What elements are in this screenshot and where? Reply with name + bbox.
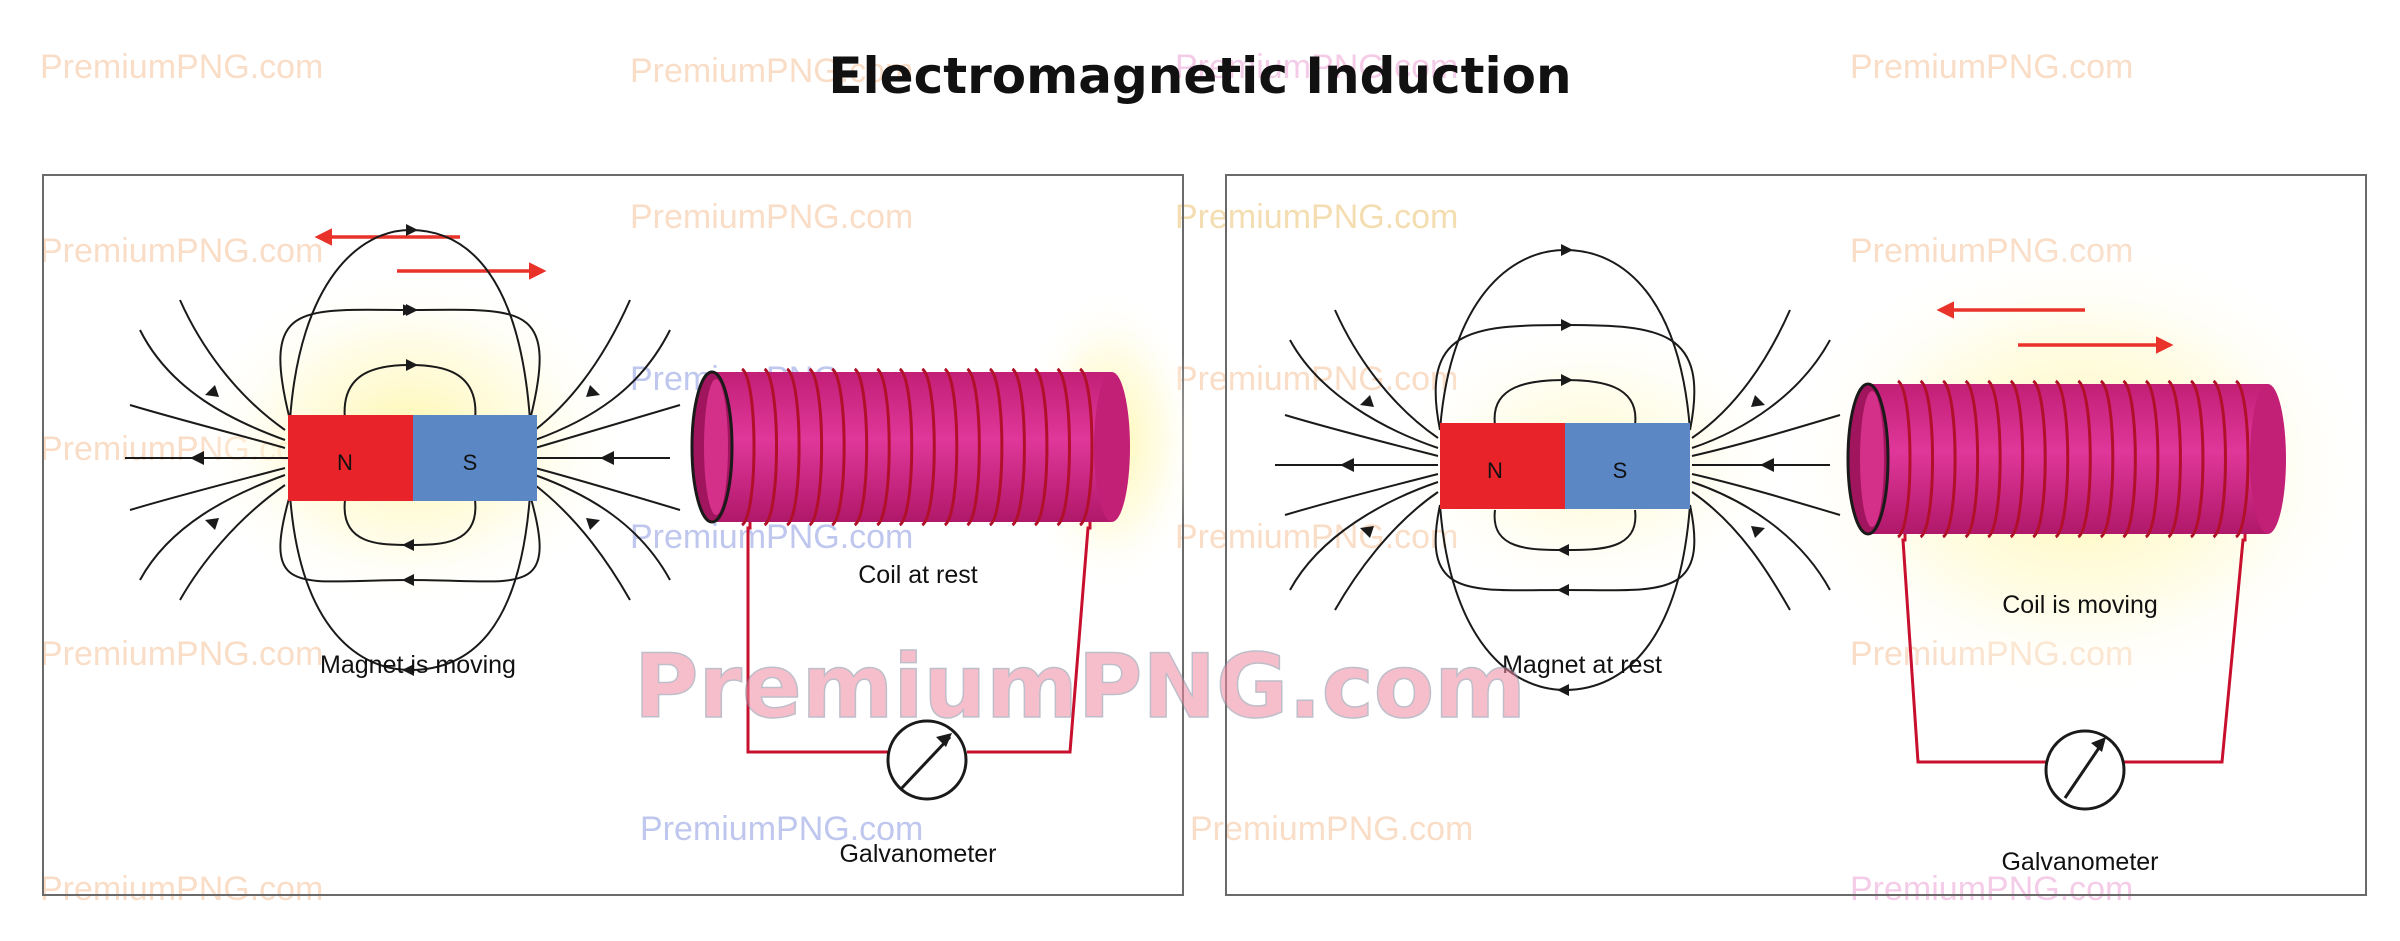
coil-turn	[2077, 379, 2092, 539]
watermark-text: PremiumPNG.com	[1175, 360, 1458, 398]
galvanometer-caption: Galvanometer	[2001, 848, 2158, 876]
watermark-text: PremiumPNG.com	[40, 232, 323, 270]
coil-turn	[943, 367, 959, 527]
watermark-text: PremiumPNG.com	[1850, 870, 2133, 908]
coil-turn	[2009, 379, 2025, 539]
galvanometer-caption: Galvanometer	[839, 840, 996, 868]
south-pole-label: S	[463, 450, 478, 475]
galvanometer-needle-icon	[2063, 741, 2105, 799]
watermark-text: PremiumPNG.com	[1190, 810, 1473, 848]
coil-far-end	[1094, 372, 1130, 522]
watermark-text: PremiumPNG.com	[630, 198, 913, 236]
watermark-text-large: PremiumPNG.com	[634, 635, 1526, 738]
coil-turn	[1056, 367, 1071, 527]
north-pole	[288, 415, 413, 501]
north-pole-label: N	[1487, 458, 1503, 483]
watermark-text: PremiumPNG.com	[1175, 198, 1458, 236]
coil-turn	[2032, 379, 2047, 539]
coil-caption: Coil at rest	[858, 561, 978, 589]
watermark-text: PremiumPNG.com	[1175, 48, 1458, 86]
coil-turn	[2189, 379, 2205, 539]
coil-turn	[921, 367, 936, 527]
galvanometer-needle-icon	[898, 735, 952, 792]
circuit-wire-right	[2123, 534, 2247, 764]
magnet-caption: Magnet is moving	[320, 651, 516, 679]
coil	[1846, 379, 2286, 539]
diagram-title: Electromagnetic Induction	[828, 47, 1571, 105]
watermark-text: PremiumPNG.com	[1850, 48, 2133, 86]
coil-turn	[808, 367, 824, 527]
coil-turn	[1987, 379, 2002, 539]
coil-turn	[1033, 367, 1049, 527]
coil-turn	[876, 367, 891, 527]
magnet-caption: Magnet at rest	[1502, 651, 1662, 679]
coil-windings	[740, 367, 1094, 527]
coil-opening	[1860, 391, 1884, 527]
magnetic-field-lines	[125, 224, 681, 676]
watermark-text: PremiumPNG.com	[630, 518, 913, 556]
coil-turn	[1011, 367, 1026, 527]
bar-magnet: N S	[1440, 423, 1690, 509]
coil	[690, 367, 1130, 527]
galvanometer	[2044, 729, 2126, 811]
circuit-wire-left	[1901, 534, 2047, 764]
coil-turn	[1964, 379, 1980, 539]
coil-turn	[1078, 367, 1094, 527]
coil-windings	[1896, 379, 2250, 539]
watermark-text: PremiumPNG.com	[640, 810, 923, 848]
coil-turn	[2212, 379, 2227, 539]
circuit-wire-left	[746, 522, 888, 754]
watermark-text: PremiumPNG.com	[40, 870, 323, 908]
bar-magnet: N S	[288, 415, 537, 501]
coil-turn	[2234, 379, 2250, 539]
magnetic-field-lines	[1275, 244, 1841, 696]
watermark-text: PremiumPNG.com	[40, 635, 323, 673]
coil-turn	[2122, 379, 2137, 539]
coil-turn	[853, 367, 869, 527]
coil-turn	[740, 367, 756, 527]
circuit-wire-right	[967, 522, 1092, 754]
watermark-text: PremiumPNG.com	[40, 48, 323, 86]
watermark-text: PremiumPNG.com	[1175, 518, 1458, 556]
coil-far-end	[2250, 384, 2286, 534]
panel-coil-moving: N S Magnet at rest Coil is moving Galvan…	[1225, 174, 2378, 896]
coil-turn	[831, 367, 846, 527]
north-pole-label: N	[337, 450, 353, 475]
south-pole-label: S	[1613, 458, 1628, 483]
coil-turn	[1896, 379, 1912, 539]
coil-turn	[1919, 379, 1935, 539]
coil-turn	[988, 367, 1004, 527]
panel-frame	[1225, 174, 2367, 896]
coil-turn	[785, 367, 801, 527]
north-pole	[1440, 423, 1565, 509]
coil-caption: Coil is moving	[2002, 591, 2158, 619]
coil-turn	[2167, 379, 2182, 539]
south-pole	[1565, 423, 1690, 509]
coil-turn	[2099, 379, 2115, 539]
coil-turn	[2144, 379, 2160, 539]
coil-turn	[1941, 379, 1957, 539]
coil-turn	[763, 367, 779, 527]
panel-magnet-moving: N S Magnet is moving Coil at rest Galvan…	[42, 174, 1200, 896]
coil-turn	[2054, 379, 2070, 539]
coil-opening	[704, 379, 728, 515]
watermark-text: PremiumPNG.com	[630, 52, 913, 90]
coil-motion-arrows	[1936, 301, 2174, 354]
galvanometer	[886, 719, 968, 801]
magnet-motion-arrows	[314, 228, 547, 280]
south-pole	[413, 415, 537, 501]
coil-turn	[898, 367, 914, 527]
coil-turn	[966, 367, 981, 527]
panel-frame	[42, 174, 1184, 896]
